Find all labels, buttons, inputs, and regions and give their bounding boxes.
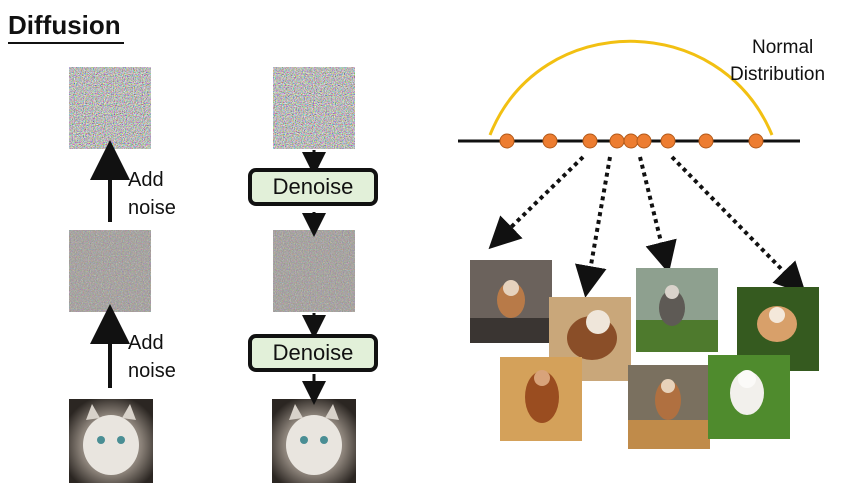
dog-image-7 [708,355,790,439]
dotted-arrow-3 [638,156,677,274]
dog-image-6 [628,365,710,449]
normal-label-line1: Normal [752,37,814,58]
sample-dot [748,133,764,149]
sample-dot [623,133,639,149]
dotted-arrow-1 [488,155,585,250]
normal-distribution-curve [488,39,774,136]
noise-image-full [69,67,151,149]
add-noise-label-bottom: Add noise [128,332,176,382]
sample-dot [660,133,676,149]
distribution-label-line2: Distribution [730,64,826,85]
sample-dot [499,133,515,149]
dotted-arrow-4 [670,155,807,295]
title-underline [8,42,124,44]
cat-image-left [69,399,153,483]
add-noise-label-top: Add noise [128,169,176,219]
noise-image-partial-middle [273,230,355,312]
sample-dot [542,133,558,149]
denoise-box-2: Denoise [248,334,378,372]
sample-dot [582,133,598,149]
noise-image-full-middle [273,67,355,149]
dog-image-1 [470,260,552,343]
sample-dot [609,133,625,149]
dog-image-5 [500,357,582,441]
sample-dots [499,133,764,149]
dog-image-3 [636,268,718,352]
sample-dot [698,133,714,149]
sample-dot [636,133,652,149]
dotted-arrow-2 [575,156,612,298]
diagram-title: Diffusion [8,10,121,40]
noise-image-partial [69,230,151,312]
denoise-box-1: Denoise [248,168,378,206]
cat-image-middle [272,399,356,483]
